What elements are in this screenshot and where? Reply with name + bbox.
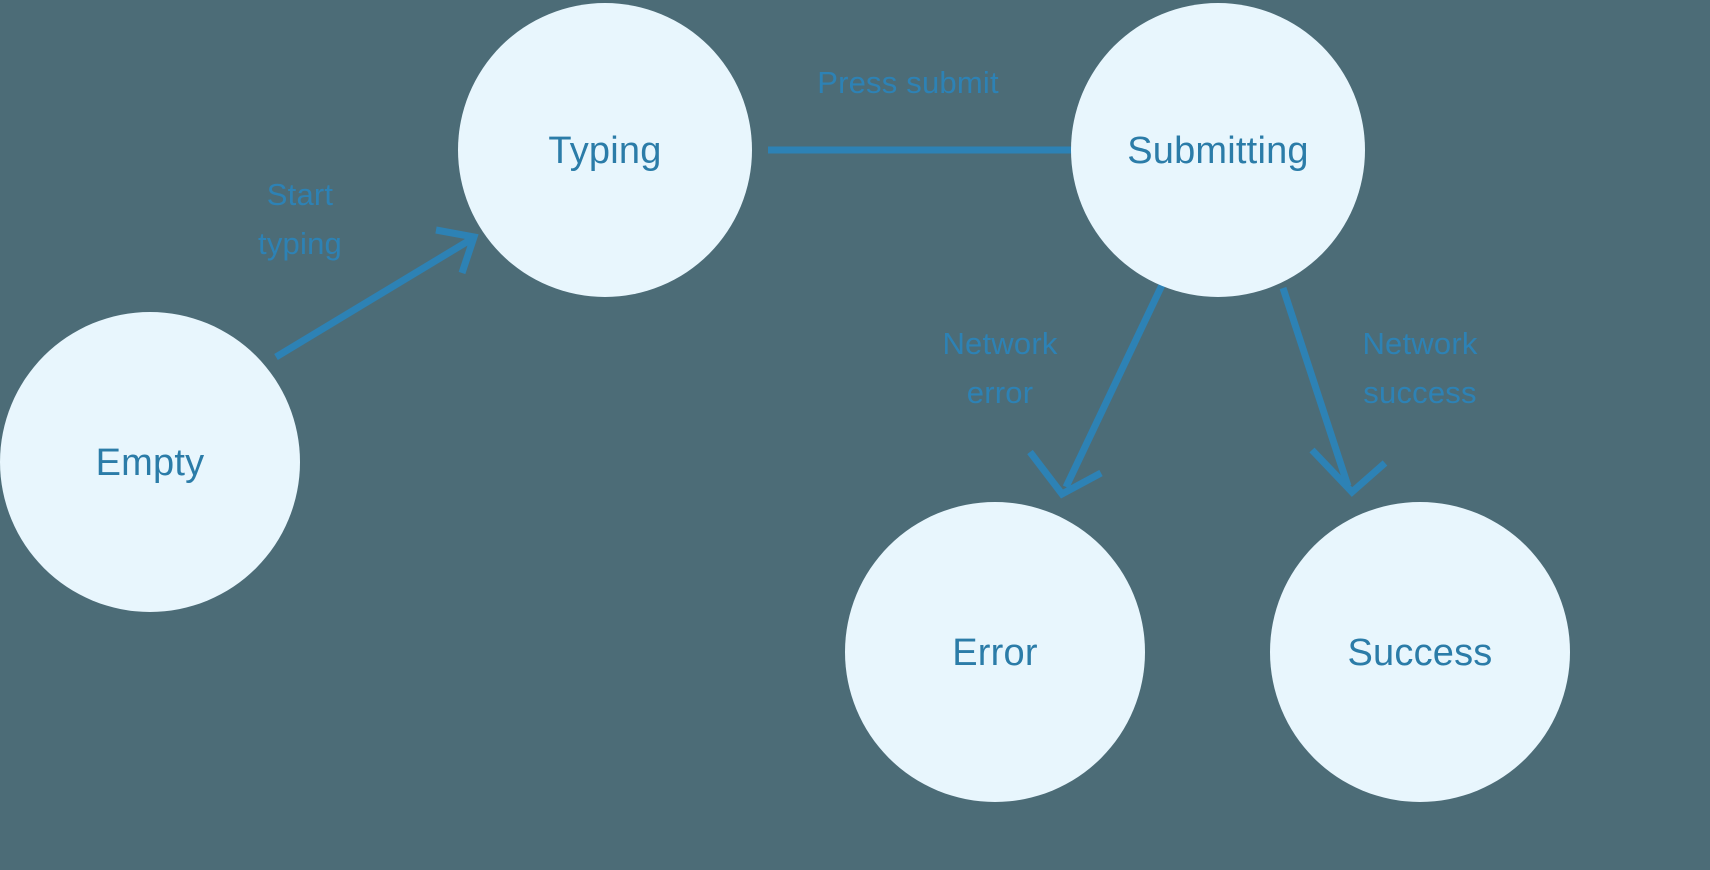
edge-label-submitting-to-success: Network success xyxy=(1362,326,1477,410)
edge-empty-to-typing xyxy=(274,226,479,360)
edge-label-network-error-line-1: Network xyxy=(942,326,1057,361)
edge-submitting-to-error-line xyxy=(1062,283,1166,489)
edge-label-press-submit: Press submit xyxy=(817,65,999,100)
state-node-submitting-circle[interactable] xyxy=(1071,3,1365,297)
edge-submitting-to-error xyxy=(1027,283,1166,499)
edge-label-network-error-line-2: error xyxy=(967,375,1033,410)
edge-submitting-to-success-arrowhead xyxy=(1309,447,1388,497)
state-node-success-circle[interactable] xyxy=(1270,502,1570,802)
edge-label-empty-to-typing: Start typing xyxy=(258,177,342,261)
state-node-submitting-label: Submitting xyxy=(1127,130,1309,172)
edge-label-typing-to-submitting: Press submit xyxy=(817,65,999,100)
edge-empty-to-typing-arrowhead xyxy=(435,226,479,275)
state-node-empty-circle[interactable] xyxy=(0,312,300,612)
state-node-typing-circle[interactable] xyxy=(458,3,752,297)
state-node-empty-label: Empty xyxy=(96,442,205,484)
edge-label-submitting-to-error: Network error xyxy=(942,326,1057,410)
state-node-success-label: Success xyxy=(1347,632,1492,674)
state-node-success[interactable]: Success xyxy=(1270,502,1570,802)
state-node-empty[interactable]: Empty xyxy=(0,312,300,612)
state-node-error-circle[interactable] xyxy=(845,502,1145,802)
edge-label-start-typing-line-2: typing xyxy=(258,226,342,261)
state-node-typing[interactable]: Typing xyxy=(458,3,752,297)
edge-label-start-typing-line-1: Start xyxy=(267,177,334,212)
state-node-error-label: Error xyxy=(952,632,1038,674)
edge-submitting-to-success-line xyxy=(1279,286,1352,488)
edge-empty-to-typing-line xyxy=(274,237,472,360)
state-node-typing-label: Typing xyxy=(548,130,661,172)
edge-submitting-to-error-arrowhead xyxy=(1027,449,1103,499)
state-node-error[interactable]: Error xyxy=(845,502,1145,802)
edge-label-network-success-line-2: success xyxy=(1363,375,1476,410)
edge-label-network-success-line-1: Network xyxy=(1362,326,1477,361)
edge-submitting-to-success xyxy=(1279,286,1388,497)
state-node-submitting[interactable]: Submitting xyxy=(1071,3,1365,297)
